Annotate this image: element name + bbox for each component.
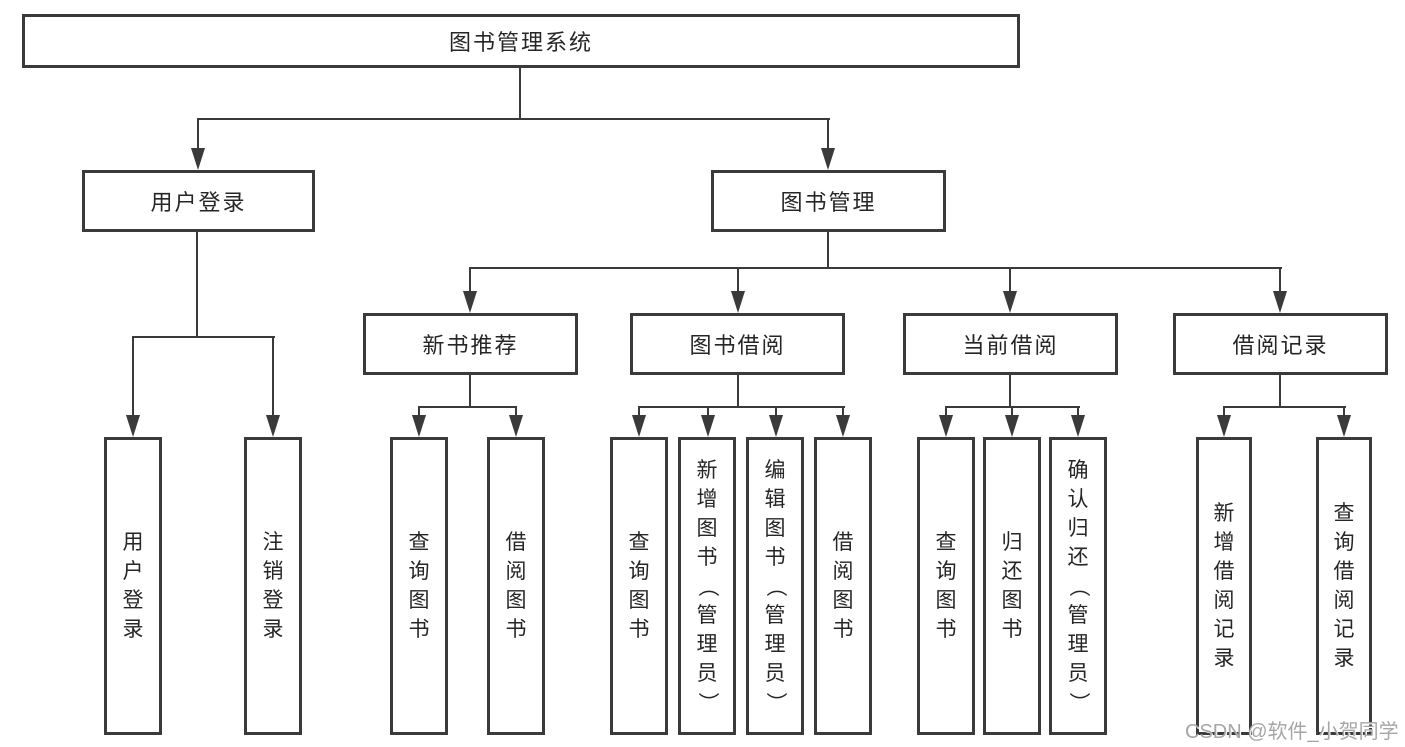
arrowhead-down-icon [509,415,523,437]
node-library-management-system: 图书管理系统 [22,14,1020,68]
csdn-watermark: CSDN @软件_小贺同学 [1185,721,1399,743]
arrowhead-down-icon [769,415,783,437]
node-leaf-borrow-books-2: 借阅图书 [814,437,872,735]
node-new-book-recommendation: 新书推荐 [363,313,578,375]
arrowhead-down-icon [191,148,205,170]
connector [1011,406,1013,418]
arrowhead-down-icon [836,415,850,437]
node-leaf-query-books-3: 查询图书 [917,437,975,735]
arrowhead-down-icon [821,148,835,170]
arrowhead-down-icon [1003,291,1017,313]
node-current-borrowing: 当前借阅 [903,313,1118,375]
connector [418,406,420,418]
arrowhead-down-icon [126,415,140,437]
connector [132,336,275,338]
node-leaf-confirm-return-admin: 确认归还（管理员） [1049,437,1107,735]
connector [469,374,471,408]
node-user-login-branch: 用户登录 [82,170,315,232]
node-leaf-return-books: 归还图书 [983,437,1041,735]
connector [827,118,829,152]
node-leaf-add-books-admin: 新增图书（管理员） [678,437,736,735]
connector [638,406,640,418]
arrowhead-down-icon [463,291,477,313]
connector [707,406,709,418]
arrowhead-down-icon [412,415,426,437]
connector [945,406,947,418]
connector [469,267,471,294]
node-leaf-query-books-2: 查询图书 [610,437,668,735]
node-borrowing-records: 借阅记录 [1173,313,1388,375]
connector [842,406,844,418]
node-leaf-borrow-books-1: 借阅图书 [487,437,545,735]
arrowhead-down-icon [1337,415,1351,437]
node-book-management-branch: 图书管理 [711,170,946,232]
connector [827,231,829,269]
connector [737,267,739,294]
arrowhead-down-icon [632,415,646,437]
connector [1009,267,1011,294]
connector [469,267,1282,269]
arrowhead-down-icon [1217,415,1231,437]
connector [1279,374,1281,408]
connector [737,374,739,408]
connector [1343,406,1345,418]
connector [1223,406,1346,408]
node-leaf-query-borrow-record: 查询借阅记录 [1316,437,1372,735]
connector [775,406,777,418]
connector [132,336,134,418]
arrowhead-down-icon [1071,415,1085,437]
arrowhead-down-icon [1005,415,1019,437]
node-leaf-add-borrow-record: 新增借阅记录 [1196,437,1252,735]
node-book-borrowing: 图书借阅 [630,313,845,375]
arrowhead-down-icon [701,415,715,437]
connector [272,336,274,418]
node-leaf-logout: 注销登录 [244,437,302,735]
connector [638,406,845,408]
arrowhead-down-icon [266,415,280,437]
node-leaf-user-login: 用户登录 [104,437,162,735]
connector [519,67,521,119]
node-leaf-query-books-1: 查询图书 [390,437,448,735]
connector [197,118,199,152]
connector [418,406,517,408]
arrowhead-down-icon [731,291,745,313]
connector [198,118,830,120]
arrowhead-down-icon [1273,291,1287,313]
node-leaf-edit-books-admin: 编辑图书（管理员） [746,437,804,735]
connector [196,231,198,338]
arrowhead-down-icon [939,415,953,437]
connector [515,406,517,418]
connector [1279,267,1281,294]
connector [1077,406,1079,418]
connector [1009,374,1011,408]
connector [1223,406,1225,418]
